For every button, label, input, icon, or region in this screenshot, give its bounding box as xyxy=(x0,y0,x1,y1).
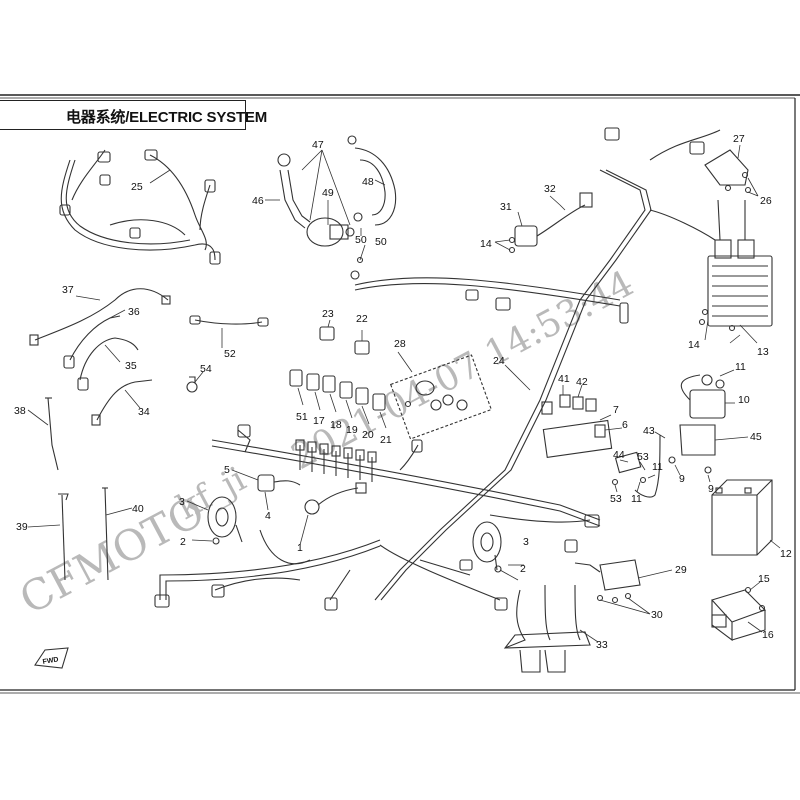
callout-32: 32 xyxy=(544,183,556,195)
callout-7: 7 xyxy=(613,404,619,416)
callout-14-b: 14 xyxy=(688,339,700,351)
harness-connector-cluster xyxy=(295,439,377,482)
callout-34: 34 xyxy=(138,406,150,418)
callout-3-a: 3 xyxy=(179,496,185,508)
callout-29: 29 xyxy=(675,564,687,576)
callout-30: 30 xyxy=(651,609,663,621)
callout-22: 22 xyxy=(356,313,368,325)
sensor-1-4-5 xyxy=(257,474,367,515)
callout-41: 41 xyxy=(558,373,570,385)
callout-9-b: 9 xyxy=(708,483,714,495)
callout-31: 31 xyxy=(500,201,512,213)
page-border xyxy=(0,94,800,694)
fwd-arrow-icon xyxy=(34,647,69,669)
callout-28: 28 xyxy=(394,338,406,350)
callout-36: 36 xyxy=(128,306,140,318)
callout-5: 5 xyxy=(224,464,230,476)
callout-40: 40 xyxy=(132,503,144,515)
callout-numbers: 25 47 46 49 48 50 50 32 31 14 27 26 14 1… xyxy=(14,133,792,651)
callout-35: 35 xyxy=(125,360,137,372)
callout-19: 19 xyxy=(346,424,358,436)
page-title: 电器系统/ELECTRIC SYSTEM xyxy=(66,109,268,126)
horn-right xyxy=(472,521,502,573)
callout-43: 43 xyxy=(643,425,655,437)
bracket-27 xyxy=(704,149,752,194)
callout-50-a: 50 xyxy=(355,234,367,246)
callout-48: 48 xyxy=(362,176,374,188)
watermark-user: kf_ji xyxy=(170,459,252,528)
fuse-box xyxy=(541,394,613,458)
callout-6: 6 xyxy=(622,419,628,431)
callout-11-b: 11 xyxy=(652,461,663,473)
starter-relay xyxy=(634,374,726,498)
horn-left xyxy=(207,496,243,545)
callout-23: 23 xyxy=(322,308,334,320)
callout-2-a: 2 xyxy=(180,536,186,548)
callout-50-b: 50 xyxy=(375,236,387,248)
callout-54: 54 xyxy=(200,363,212,375)
callout-9-a: 9 xyxy=(679,473,685,485)
callout-3-b: 3 xyxy=(523,536,529,548)
callout-13: 13 xyxy=(757,346,769,358)
main-wire-harness xyxy=(154,127,721,611)
callout-14-a: 14 xyxy=(480,238,492,250)
leader-lines xyxy=(27,144,781,643)
callout-1: 1 xyxy=(297,542,303,554)
short-cable-52 xyxy=(189,315,269,327)
battery xyxy=(711,479,773,556)
sensor-31-32 xyxy=(508,192,593,254)
callout-12: 12 xyxy=(780,548,792,560)
harness-bracket-33 xyxy=(503,584,591,673)
callout-33: 33 xyxy=(596,639,608,651)
callout-53-b: 53 xyxy=(610,493,622,505)
cable-ties xyxy=(45,397,109,581)
callout-18: 18 xyxy=(330,419,342,431)
callout-17: 17 xyxy=(313,415,325,427)
aux-harness xyxy=(59,149,221,265)
callout-2-b: 2 xyxy=(520,563,526,575)
callout-16: 16 xyxy=(762,629,774,641)
ecu-16 xyxy=(711,586,766,642)
callout-44: 44 xyxy=(613,449,625,461)
callout-38: 38 xyxy=(14,405,26,417)
callout-45: 45 xyxy=(750,431,762,443)
callout-42: 42 xyxy=(576,376,588,388)
callout-47: 47 xyxy=(312,139,324,151)
fwd-label: FWD xyxy=(42,656,59,666)
callout-11-c: 11 xyxy=(631,493,642,505)
callout-10: 10 xyxy=(738,394,750,406)
callout-4: 4 xyxy=(265,510,271,522)
voltage-regulator xyxy=(698,199,773,332)
connector-44 xyxy=(611,451,712,486)
clip-54 xyxy=(186,376,198,393)
callout-25: 25 xyxy=(131,181,143,193)
callout-27: 27 xyxy=(733,133,745,145)
callout-24: 24 xyxy=(493,355,505,367)
callout-37: 37 xyxy=(62,284,74,296)
callout-21: 21 xyxy=(380,434,392,446)
small-cables xyxy=(29,288,171,426)
title-box xyxy=(0,100,246,130)
hose-assembly xyxy=(277,135,397,280)
callout-52: 52 xyxy=(224,348,236,360)
callout-49: 49 xyxy=(322,187,334,199)
fuse-row xyxy=(289,369,386,411)
callout-15: 15 xyxy=(758,573,770,585)
callout-39: 39 xyxy=(16,521,28,533)
callout-20: 20 xyxy=(362,429,374,441)
callout-26: 26 xyxy=(760,195,772,207)
relay-29 xyxy=(574,559,641,604)
callout-46: 46 xyxy=(252,195,264,207)
callout-51: 51 xyxy=(296,411,308,423)
callout-11-a: 11 xyxy=(735,361,746,373)
callout-53-a: 53 xyxy=(637,451,649,463)
